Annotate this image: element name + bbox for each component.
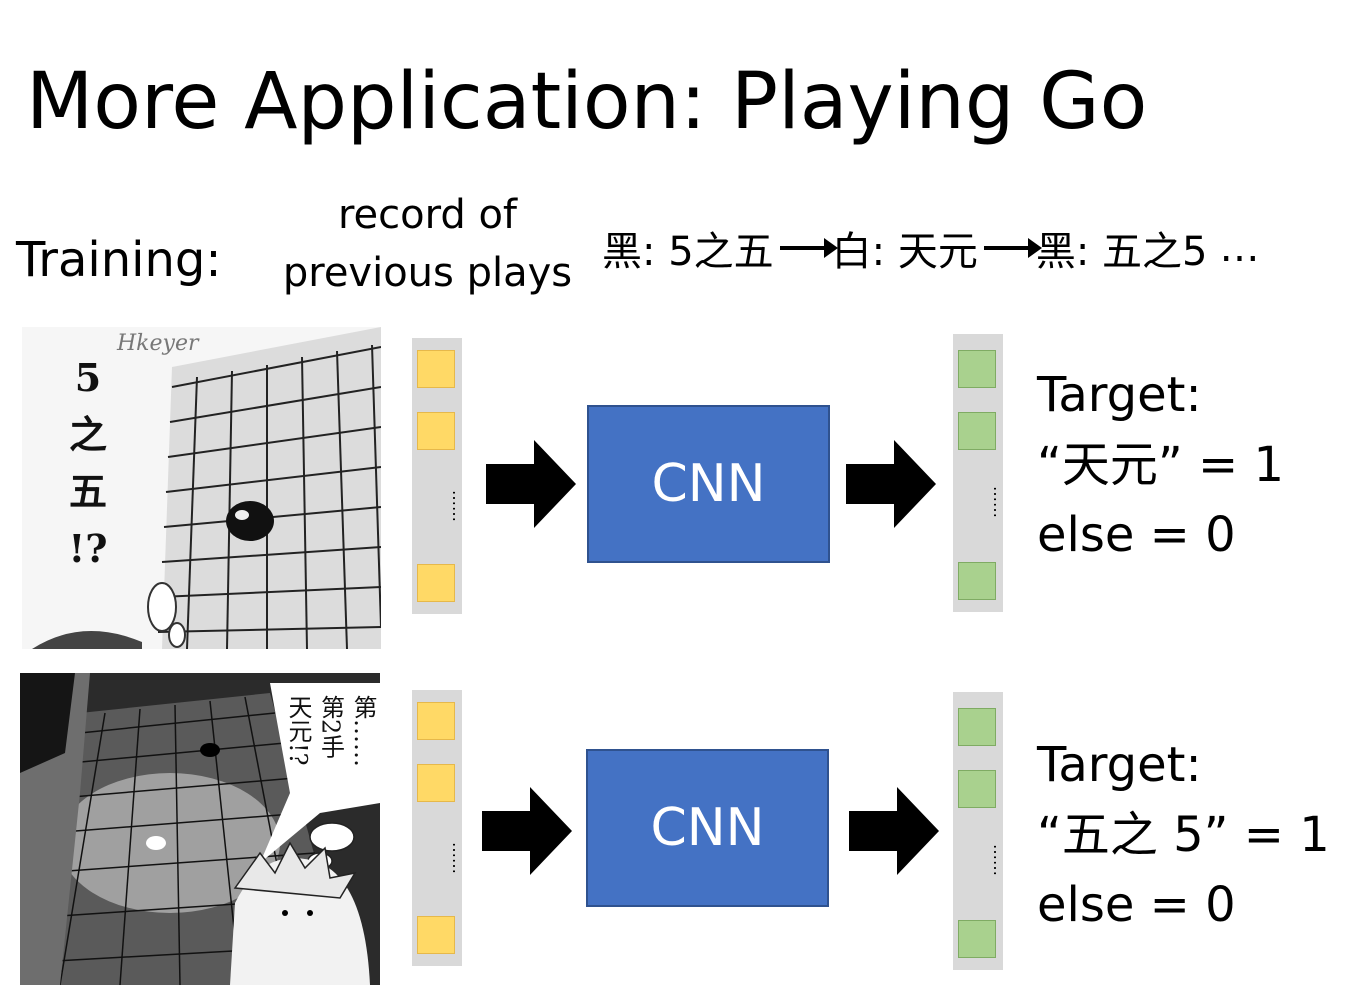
block-arrow-icon: [482, 787, 572, 875]
output-cell: [958, 920, 996, 958]
vector-dots: ……: [449, 842, 468, 874]
target-else: else = 0: [1037, 507, 1236, 563]
output-cell: [958, 412, 996, 450]
move-sequence: 黑: 5之五 白: 天元 黑: 五之5 …: [602, 218, 1259, 278]
record-caption-line2: previous plays: [282, 250, 573, 296]
input-cell: [417, 564, 455, 602]
input-cell: [417, 764, 455, 802]
move-step-3: 黑: 五之5: [1035, 229, 1208, 275]
input-vector-1: ……: [412, 338, 468, 614]
input-cell: [417, 916, 455, 954]
manga-signature: Hkeyer: [117, 331, 199, 356]
manga-column: 第……: [349, 695, 377, 767]
output-cell: [958, 708, 996, 746]
input-cell: [417, 702, 455, 740]
manga-char: 五: [68, 469, 107, 514]
manga-caption-2: 第…… 第2手 天元!?: [282, 695, 378, 805]
manga-column: 第2手: [316, 695, 345, 759]
cnn-box-2: CNN: [586, 749, 829, 907]
manga-column: 天元!?: [284, 695, 312, 766]
record-caption-line1: record of: [337, 192, 518, 238]
input-cell: [417, 412, 455, 450]
target-value: “五之 5” = 1: [1037, 807, 1330, 863]
target-value: “天元” = 1: [1037, 437, 1285, 493]
right-arrow-icon: [779, 238, 838, 258]
move-step-1: 黑: 5之五: [602, 229, 774, 275]
output-cell: [958, 350, 996, 388]
sequence-ellipsis: …: [1219, 225, 1260, 271]
block-arrow-icon: [849, 787, 939, 875]
vector-dots: ……: [990, 486, 1009, 518]
output-cell: [958, 562, 996, 600]
target-title: Target:: [1037, 737, 1202, 793]
target-else: else = 0: [1037, 877, 1236, 933]
record-caption: record of previous plays: [280, 186, 575, 302]
manga-panel-1: Hkeyer 5 之 五 !?: [22, 327, 381, 649]
move-step-2: 白: 天元: [831, 229, 978, 275]
vector-dots: ……: [449, 490, 468, 522]
right-arrow-icon: [983, 238, 1042, 258]
output-cell: [958, 770, 996, 808]
manga-caption-1: 5 之 五 !?: [58, 349, 118, 577]
manga-char: !?: [68, 526, 108, 571]
training-label: Training:: [16, 232, 222, 288]
slide-title: More Application: Playing Go: [26, 57, 1148, 147]
manga-char: 之: [68, 412, 107, 457]
manga-char: 5: [74, 355, 102, 400]
output-vector-2: ……: [953, 692, 1009, 970]
block-arrow-icon: [486, 440, 576, 528]
block-arrow-icon: [846, 440, 936, 528]
cnn-box-1: CNN: [587, 405, 830, 563]
input-cell: [417, 350, 455, 388]
target-title: Target:: [1037, 367, 1202, 423]
vector-dots: ……: [990, 844, 1009, 876]
target-block-2: Target: “五之 5” = 1 else = 0: [1037, 730, 1330, 940]
manga-panel-2: 第…… 第2手 天元!?: [20, 673, 380, 985]
output-vector-1: ……: [953, 334, 1009, 612]
target-block-1: Target: “天元” = 1 else = 0: [1037, 360, 1284, 570]
input-vector-2: ……: [412, 690, 468, 966]
